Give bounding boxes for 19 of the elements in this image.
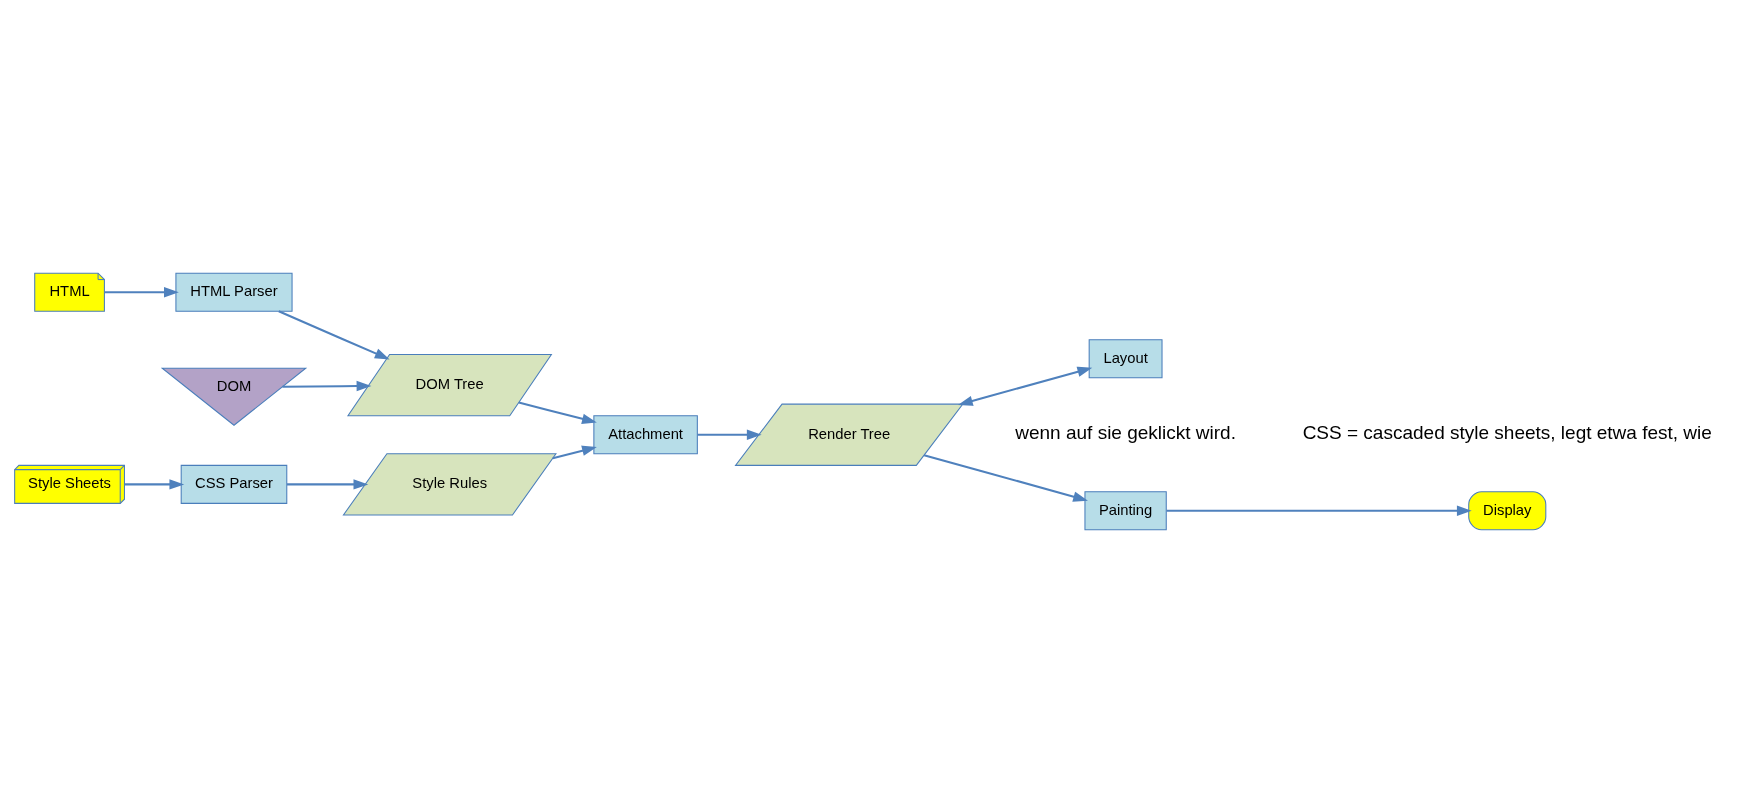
arrow — [124, 478, 185, 490]
arrow — [697, 429, 762, 440]
arrow — [552, 445, 597, 459]
node-box: CSS Parser — [180, 464, 288, 504]
arrow — [923, 453, 1088, 502]
node-box: Display — [1468, 490, 1547, 530]
arrow — [278, 309, 390, 359]
node-box: Layout — [1088, 338, 1163, 378]
node-box: HTML Parser — [175, 272, 293, 312]
label: wenn auf sie geklickt wird. — [1015, 421, 1236, 443]
label: CSS = cascaded style sheets, legt etwa fest, wie — [1302, 421, 1712, 443]
arrow — [518, 401, 597, 424]
arrow — [104, 286, 179, 297]
node-box: Painting — [1084, 490, 1167, 530]
arrow — [957, 366, 1093, 406]
arrow — [287, 478, 369, 490]
arrow — [1166, 505, 1472, 516]
node-box: Attachment — [593, 414, 698, 454]
arrow — [282, 380, 372, 391]
